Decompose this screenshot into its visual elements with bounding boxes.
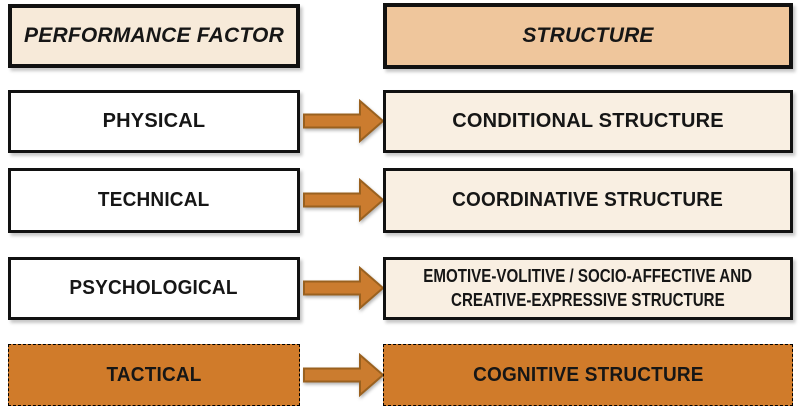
- factor-label-psychological: PSYCHOLOGICAL: [69, 277, 239, 299]
- factor-label-tactical: TACTICAL: [106, 363, 202, 386]
- structure-box-conditional: CONDITIONAL STRUCTURE: [383, 90, 793, 153]
- structure-label-coordinative: COORDINATIVE STRUCTURE: [452, 189, 724, 211]
- header-structure: STRUCTURE: [383, 3, 793, 69]
- structure-label-emotive-line2: CREATIVE-EXPRESSIVE STRUCTURE: [451, 289, 725, 310]
- arrow-icon: [303, 178, 385, 222]
- structure-box-coordinative: COORDINATIVE STRUCTURE: [383, 168, 793, 233]
- factor-box-physical: PHYSICAL: [8, 90, 300, 153]
- factor-label-physical: PHYSICAL: [102, 110, 206, 132]
- header-performance-factor: PERFORMANCE FACTOR: [8, 4, 300, 68]
- arrow-icon: [303, 353, 385, 397]
- header-performance-factor-label: PERFORMANCE FACTOR: [24, 24, 284, 47]
- arrow-icon: [303, 99, 385, 143]
- factor-box-psychological: PSYCHOLOGICAL: [8, 257, 300, 320]
- structure-box-emotive: EMOTIVE-VOLITIVE / SOCIO-AFFECTIVE AND C…: [383, 257, 793, 320]
- factor-label-technical: TECHNICAL: [98, 189, 210, 211]
- structure-box-cognitive: COGNITIVE STRUCTURE: [383, 344, 793, 406]
- factor-box-tactical: TACTICAL: [8, 344, 300, 406]
- structure-label-conditional: CONDITIONAL STRUCTURE: [452, 110, 724, 132]
- structure-label-emotive-line1: EMOTIVE-VOLITIVE / SOCIO-AFFECTIVE AND: [423, 266, 753, 287]
- header-structure-label: STRUCTURE: [522, 24, 654, 47]
- structure-label-cognitive: COGNITIVE STRUCTURE: [472, 363, 704, 386]
- arrow-icon: [303, 266, 385, 310]
- factor-box-technical: TECHNICAL: [8, 168, 300, 233]
